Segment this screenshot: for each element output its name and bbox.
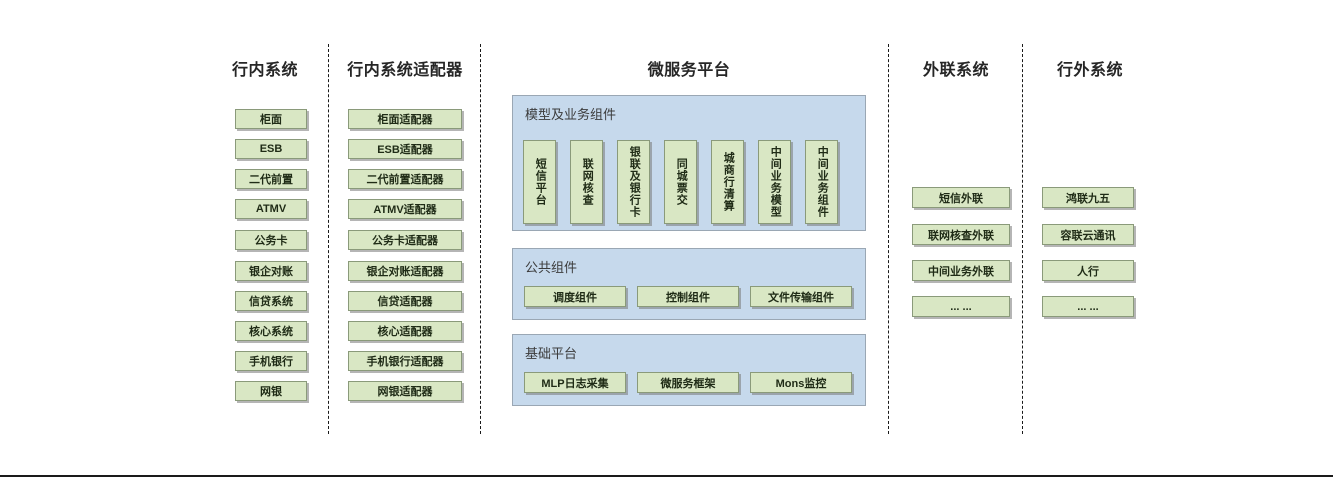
node-base-platform-component[interactable]: MLP日志采集 (524, 372, 626, 393)
node-model-component[interactable]: 中间业务组件 (805, 140, 838, 224)
node-outside-system[interactable]: 容联云通讯 (1042, 224, 1134, 245)
node-inner-system[interactable]: 银企对账 (235, 261, 307, 281)
panel-title-public-components: 公共组件 (525, 260, 578, 275)
node-inner-adapter[interactable]: ATMV适配器 (348, 199, 462, 219)
node-inner-system[interactable]: ESB (235, 139, 307, 159)
column-header-external-link-systems: 外联系统 (922, 62, 989, 79)
node-model-component[interactable]: 中间业务模型 (758, 140, 791, 224)
node-inner-system[interactable]: 手机银行 (235, 351, 307, 371)
divider-adapters-platform (480, 44, 481, 434)
node-public-component[interactable]: 文件传输组件 (750, 286, 852, 307)
node-inner-adapter[interactable]: 柜面适配器 (348, 109, 462, 129)
node-inner-adapter[interactable]: 网银适配器 (348, 381, 462, 401)
bottom-border-rule (0, 475, 1333, 477)
node-inner-system[interactable]: 网银 (235, 381, 307, 401)
node-inner-adapter[interactable]: 手机银行适配器 (348, 351, 462, 371)
node-outside-system[interactable]: 人行 (1042, 260, 1134, 281)
node-inner-system[interactable]: 二代前置 (235, 169, 307, 189)
column-header-inner-systems: 行内系统 (231, 62, 298, 79)
node-inner-system[interactable]: ATMV (235, 199, 307, 219)
node-inner-adapter[interactable]: 核心适配器 (348, 321, 462, 341)
node-inner-system[interactable]: 信贷系统 (235, 291, 307, 311)
node-external-link-system[interactable]: 联网核查外联 (912, 224, 1010, 245)
node-inner-adapter[interactable]: 公务卡适配器 (348, 230, 462, 250)
column-header-inner-adapters: 行内系统适配器 (347, 62, 463, 79)
node-inner-adapter[interactable]: ESB适配器 (348, 139, 462, 159)
node-model-component[interactable]: 银联及银行卡 (617, 140, 650, 224)
node-inner-adapter[interactable]: 二代前置适配器 (348, 169, 462, 189)
node-outside-system[interactable]: ... ... (1042, 296, 1134, 317)
node-public-component[interactable]: 调度组件 (524, 286, 626, 307)
panel-public-components: 公共组件 (512, 248, 866, 320)
column-header-microservice-platform: 微服务平台 (647, 62, 731, 79)
node-outside-system[interactable]: 鸿联九五 (1042, 187, 1134, 208)
node-external-link-system[interactable]: 短信外联 (912, 187, 1010, 208)
column-header-outside-systems: 行外系统 (1056, 62, 1123, 79)
node-inner-adapter[interactable]: 银企对账适配器 (348, 261, 462, 281)
panel-base-platform: 基础平台 (512, 334, 866, 406)
node-base-platform-component[interactable]: Mons监控 (750, 372, 852, 393)
node-model-component[interactable]: 联网核查 (570, 140, 603, 224)
node-external-link-system[interactable]: ... ... (912, 296, 1010, 317)
panel-title-base-platform: 基础平台 (525, 346, 578, 361)
node-model-component[interactable]: 短信平台 (523, 140, 556, 224)
divider-inner-adapters (328, 44, 329, 434)
node-external-link-system[interactable]: 中间业务外联 (912, 260, 1010, 281)
node-inner-adapter[interactable]: 信贷适配器 (348, 291, 462, 311)
divider-platform-external (888, 44, 889, 434)
node-model-component[interactable]: 城商行清算 (711, 140, 744, 224)
node-public-component[interactable]: 控制组件 (637, 286, 739, 307)
node-base-platform-component[interactable]: 微服务框架 (637, 372, 739, 393)
panel-title-model-business-components: 模型及业务组件 (525, 107, 617, 122)
node-inner-system[interactable]: 柜面 (235, 109, 307, 129)
divider-external-outside (1022, 44, 1023, 434)
node-model-component[interactable]: 同城票交 (664, 140, 697, 224)
node-inner-system[interactable]: 公务卡 (235, 230, 307, 250)
node-inner-system[interactable]: 核心系统 (235, 321, 307, 341)
